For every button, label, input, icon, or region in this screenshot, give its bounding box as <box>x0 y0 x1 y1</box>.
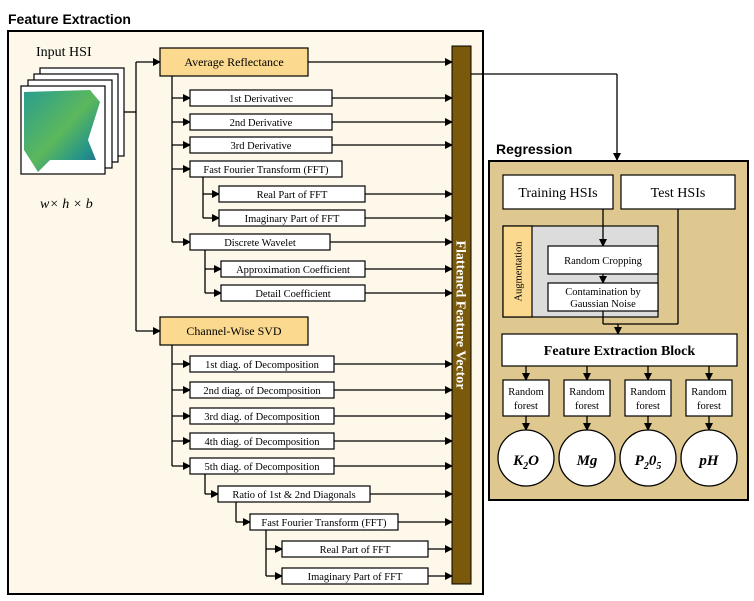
dims-label: w× h × b <box>40 197 93 212</box>
wavelet-label: Discrete Wavelet <box>224 238 296 249</box>
hsi-cube-stack <box>20 67 125 175</box>
training-hsi-box <box>502 174 614 210</box>
feature-block-box <box>501 333 738 367</box>
rf-1-label-b: forest <box>514 401 538 412</box>
diag-4-label: 4th diag. of Decomposition <box>205 437 321 448</box>
derivative-2-label: 2nd Derivative <box>230 118 293 129</box>
derivative-3-label: 3rd Derivative <box>231 141 292 152</box>
derivative-1-label: 1st Derivativec <box>229 94 293 105</box>
fft-real-label: Real Part of FFT <box>257 190 328 201</box>
rf-column-4: Random forest pH <box>680 366 738 487</box>
rf-2-label-b: forest <box>575 401 599 412</box>
flattened-vector-label: Flattened Feature Vector <box>453 240 468 389</box>
detail-coef-label: Detail Coefficient <box>255 289 330 300</box>
output-ph <box>680 429 738 487</box>
rf-4-label-b: forest <box>697 401 721 412</box>
diag-3-label: 3rd diag. of Decomposition <box>204 412 320 423</box>
training-hsi-label: Training HSIs <box>518 186 597 201</box>
fft-imag-label: Imaginary Part of FFT <box>245 214 340 225</box>
output-mg-label: Mg <box>576 453 598 469</box>
diag-1-label: 1st diag. of Decomposition <box>205 360 319 371</box>
svd-label: Channel-Wise SVD <box>186 324 282 338</box>
diag-2-label: 2nd diag. of Decomposition <box>203 386 321 397</box>
output-p2o5-label: P205 <box>635 453 662 472</box>
rf-4-label-a: Random <box>691 387 727 398</box>
feature-block-label: Feature Extraction Block <box>544 344 696 359</box>
average-reflectance-box <box>159 47 309 77</box>
flattened-vector-bar <box>451 45 472 585</box>
fft-label: Fast Fourier Transform (FFT) <box>203 165 329 176</box>
rf-3-label-a: Random <box>630 387 666 398</box>
test-hsi-label: Test HSIs <box>651 186 706 201</box>
output-k2o-label: K2O <box>512 453 539 472</box>
fft-box <box>189 160 343 178</box>
rf-1-label-a: Random <box>508 387 544 398</box>
svd-box <box>159 316 309 346</box>
contamination-label-2: Gaussian Noise <box>570 299 636 310</box>
rf-2-label-a: Random <box>569 387 605 398</box>
hsi-image <box>24 90 100 172</box>
rf-column-2: Random forest Mg <box>558 366 616 487</box>
approx-coef-label: Approximation Coefficient <box>236 265 350 276</box>
diag-5-label: 5th diag. of Decomposition <box>205 462 321 473</box>
rf-column-3: Random forest P205 <box>619 366 677 487</box>
test-hsi-box <box>620 174 736 210</box>
contamination-label-1: Contamination by <box>565 287 641 298</box>
random-cropping-label: Random Cropping <box>564 256 643 267</box>
input-hsi-label: Input HSI <box>36 45 92 60</box>
augmentation-label: Augmentation <box>514 241 525 302</box>
augmentation-tag <box>502 225 533 318</box>
fft2-imag-label: Imaginary Part of FFT <box>308 572 403 583</box>
output-ph-label: pH <box>697 453 720 469</box>
output-k2o <box>497 429 555 487</box>
output-mg <box>558 429 616 487</box>
regression-title: Regression <box>496 141 572 157</box>
ratio-label: Ratio of 1st & 2nd Diagonals <box>232 490 355 501</box>
rf-3-label-b: forest <box>636 401 660 412</box>
average-reflectance-label: Average Reflectance <box>184 55 283 69</box>
feature-extraction-title: Feature Extraction <box>8 11 131 27</box>
rf-column-1: Random forest K2O <box>497 366 555 487</box>
fft2-real-label: Real Part of FFT <box>320 545 391 556</box>
fft2-label: Fast Fourier Transform (FFT) <box>261 518 387 529</box>
output-p2o5 <box>619 429 677 487</box>
